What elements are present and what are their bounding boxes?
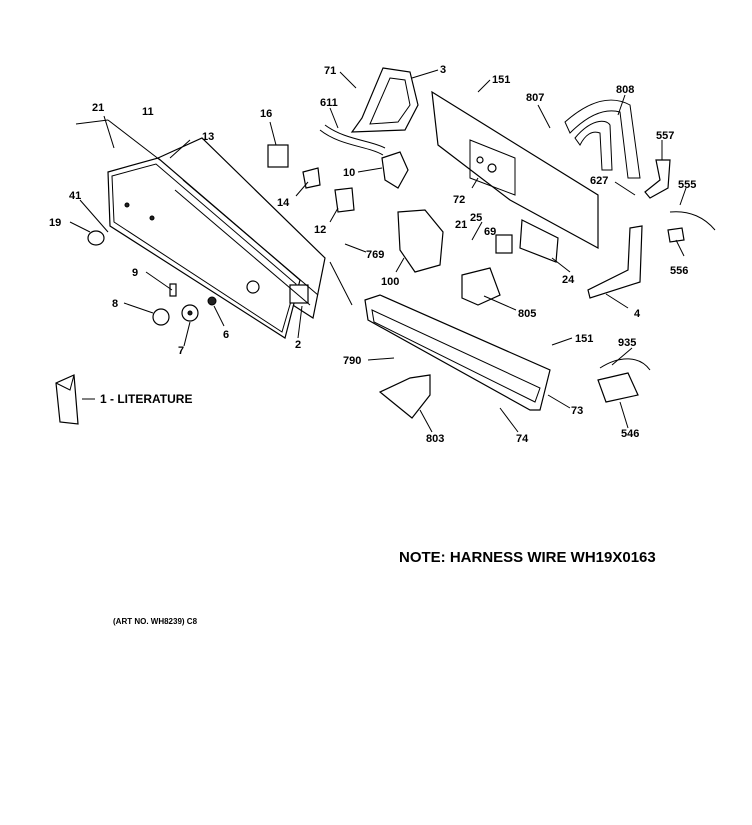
callout-556: 556 xyxy=(670,265,688,277)
callout-24: 24 xyxy=(562,274,575,286)
callout-4: 4 xyxy=(634,308,641,320)
callout-803: 803 xyxy=(426,433,444,445)
callout-12: 12 xyxy=(314,224,326,236)
callout-8: 8 xyxy=(112,298,118,310)
bracket-part xyxy=(350,67,419,133)
callout-41: 41 xyxy=(69,190,81,202)
callout-3: 3 xyxy=(440,64,446,76)
callout-555: 555 xyxy=(678,179,696,191)
literature-label: 1 - LITERATURE xyxy=(100,392,192,406)
callout-557: 557 xyxy=(656,130,674,142)
callout-11: 11 xyxy=(142,106,154,118)
callout-labels: 71 3 151 807 808 21 11 16 611 557 13 10 … xyxy=(49,64,696,445)
callout-16: 16 xyxy=(260,108,272,120)
lower-parts xyxy=(378,358,651,419)
toe-panel xyxy=(364,294,551,411)
callout-805: 805 xyxy=(518,308,536,320)
callout-25: 25 xyxy=(470,212,482,224)
callout-21-mid: 21 xyxy=(455,219,467,231)
small-parts xyxy=(87,124,716,326)
literature-icon xyxy=(55,374,79,425)
control-panel-rear xyxy=(431,90,599,250)
art-number: (ART NO. WH8239) C8 xyxy=(113,617,198,626)
hose-part xyxy=(564,99,641,179)
callout-151-top: 151 xyxy=(492,74,510,86)
callout-546: 546 xyxy=(621,428,639,440)
callout-9: 9 xyxy=(132,267,138,279)
callout-69: 69 xyxy=(484,226,496,238)
callout-627: 627 xyxy=(590,175,608,187)
callout-151-right: 151 xyxy=(575,333,593,345)
callout-13: 13 xyxy=(202,131,214,143)
callout-808: 808 xyxy=(616,84,634,96)
callout-790: 790 xyxy=(343,355,361,367)
callout-807: 807 xyxy=(526,92,544,104)
callout-10: 10 xyxy=(343,167,355,179)
leader-lines xyxy=(69,69,687,433)
callout-21-left: 21 xyxy=(92,102,104,114)
callout-935: 935 xyxy=(618,337,636,349)
callout-7: 7 xyxy=(178,345,184,357)
callout-611: 611 xyxy=(320,97,338,109)
callout-19: 19 xyxy=(49,217,61,229)
callout-74: 74 xyxy=(516,433,529,445)
callout-71: 71 xyxy=(324,65,336,77)
callout-6: 6 xyxy=(223,329,229,341)
callout-100: 100 xyxy=(381,276,399,288)
callout-2: 2 xyxy=(295,339,301,351)
backsplash-panel xyxy=(75,119,353,339)
harness-wire-note: NOTE: HARNESS WIRE WH19X0163 xyxy=(399,549,656,566)
callout-14: 14 xyxy=(277,197,290,209)
callout-73: 73 xyxy=(571,405,583,417)
callout-72: 72 xyxy=(453,194,465,206)
callout-769: 769 xyxy=(366,249,384,261)
